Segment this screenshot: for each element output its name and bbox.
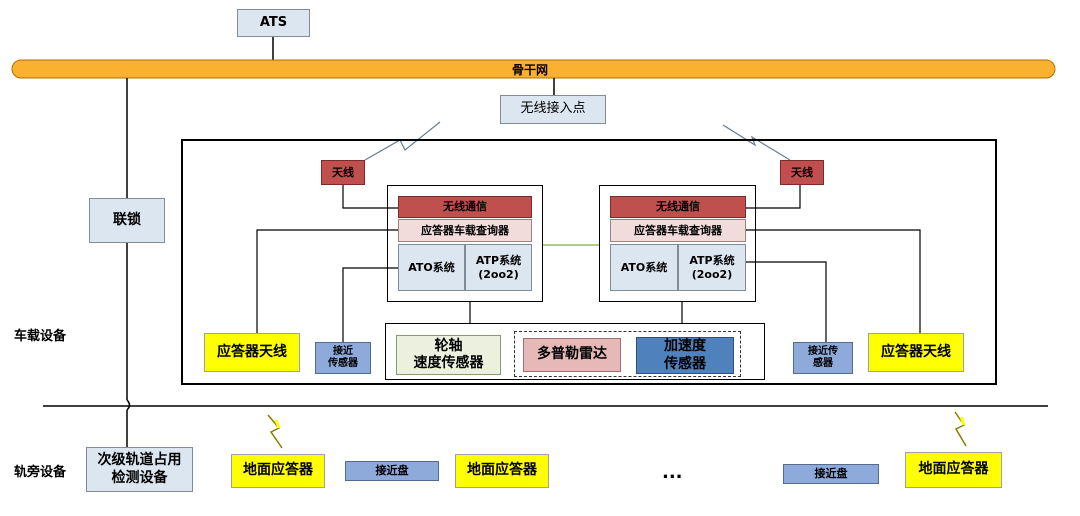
left-atp-system[interactable]: ATP系统 (2oo2): [465, 244, 532, 291]
backbone-label: 骨干网: [512, 63, 549, 77]
doppler-radar[interactable]: 多普勒雷达: [523, 338, 621, 372]
accelerometer[interactable]: 加速度 传感器: [636, 337, 734, 374]
proximity-plate-2[interactable]: 接近盘: [783, 464, 879, 484]
interlock-box[interactable]: 联锁: [89, 198, 165, 243]
ats-box[interactable]: ATS: [237, 9, 310, 37]
dashed-sensor-group: [514, 331, 741, 377]
onboard-equipment-label: 车载设备: [14, 329, 67, 344]
ground-balise-2[interactable]: 地面应答器: [455, 454, 549, 488]
right-atp-system[interactable]: ATP系统 (2oo2): [678, 244, 746, 291]
backbone-bar: [11, 59, 1056, 79]
right-wireless-comm[interactable]: 无线通信: [610, 196, 746, 218]
trackside-equipment-label: 轨旁设备: [14, 465, 67, 480]
proximity-plate-1[interactable]: 接近盘: [345, 461, 439, 481]
axle-speed-sensor[interactable]: 轮轴 速度传感器: [396, 335, 501, 375]
balise-signal-right-icon: [954, 411, 967, 447]
right-antenna[interactable]: 天线: [780, 160, 824, 185]
right-balise-interrogator[interactable]: 应答器车载查询器: [610, 219, 746, 242]
secondary-track-detection[interactable]: 次级轨道占用 检测设备: [86, 447, 193, 492]
right-onboard-unit: [599, 185, 756, 302]
left-balise-interrogator[interactable]: 应答器车载查询器: [398, 219, 532, 242]
left-antenna[interactable]: 天线: [321, 160, 365, 185]
wireless-signal-left-icon: [364, 121, 441, 161]
balise-signal-left-icon: [267, 414, 283, 449]
left-ato-system[interactable]: ATO系统: [398, 244, 465, 291]
right-balise-antenna[interactable]: 应答器天线: [868, 333, 964, 372]
left-proximity-sensor[interactable]: 接近 传感器: [315, 342, 371, 374]
left-balise-antenna[interactable]: 应答器天线: [204, 333, 300, 372]
ground-balise-1[interactable]: 地面应答器: [231, 454, 325, 488]
ground-balise-3[interactable]: 地面应答器: [905, 452, 1002, 488]
left-onboard-unit: [387, 185, 543, 302]
sensor-group-frame: [385, 323, 765, 380]
wireless-access-point[interactable]: 无线接入点: [500, 95, 606, 124]
right-ato-system[interactable]: ATO系统: [610, 244, 678, 291]
onboard-frame: [181, 139, 997, 385]
right-proximity-sensor[interactable]: 接近传 感器: [793, 342, 853, 374]
wireless-signal-right-icon: [722, 124, 791, 161]
left-wireless-comm[interactable]: 无线通信: [398, 196, 532, 218]
ellipsis: ...: [662, 462, 683, 483]
